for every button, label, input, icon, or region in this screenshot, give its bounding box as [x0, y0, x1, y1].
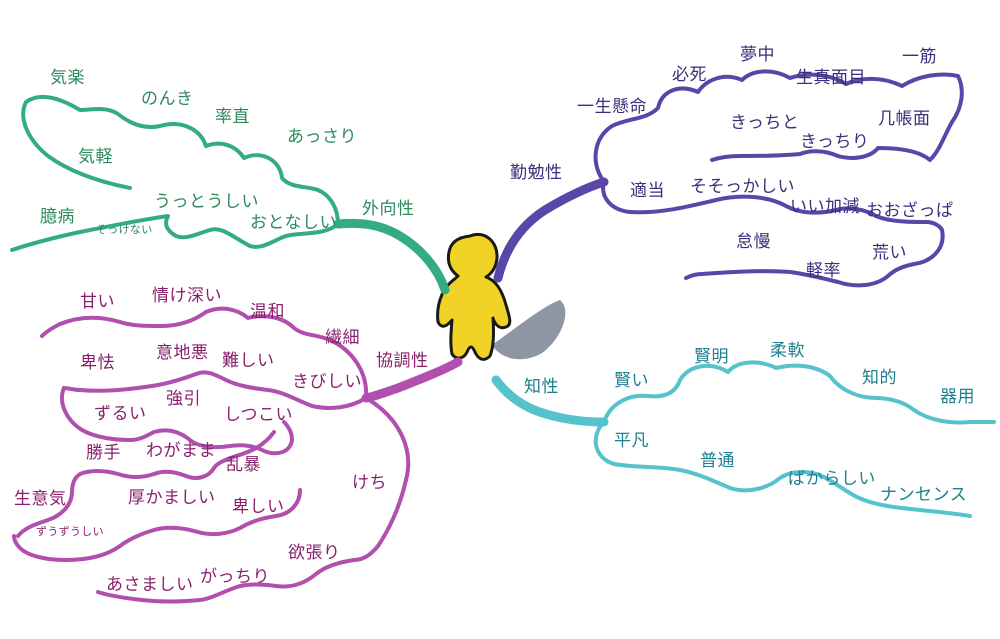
word-bakarashii: ばからしい — [788, 469, 876, 489]
word-wagamama: わがまま — [146, 441, 216, 461]
word-onwa: 温和 — [250, 302, 285, 322]
word-kicchiri: きっちり — [800, 132, 869, 152]
word-goin: 強引 — [166, 389, 201, 409]
word-ijiwaru: 意地悪 — [156, 343, 209, 363]
word-uttoshii: うっとうしい — [154, 192, 259, 212]
line-ext-lower — [10, 214, 340, 252]
labels-intellect: 知性 賢い 賢明 柔軟 知的 器用 平凡 普通 ばからしい ナンセンス — [524, 341, 975, 505]
branch-label-intellect: 知性 — [524, 377, 559, 397]
branch-intellect — [491, 360, 996, 518]
word-hitosuji: 一筋 — [902, 47, 937, 67]
word-kiyo: 器用 — [940, 387, 975, 407]
word-sokkenai: そっけない — [96, 223, 153, 236]
word-taiman: 怠慢 — [736, 231, 771, 252]
word-tekito: 適当 — [630, 181, 665, 201]
word-kenmei: 賢明 — [694, 347, 729, 367]
word-kicchito: きっちと — [730, 113, 799, 133]
word-nasakebukai: 情け深い — [152, 286, 222, 306]
line-agr-row6 — [12, 488, 302, 562]
word-keisotsu: 軽率 — [806, 261, 841, 281]
line-dil-lower — [684, 228, 945, 288]
branch-label-diligence: 勤勉性 — [510, 163, 563, 183]
word-kimajime: 生真面目 — [796, 68, 866, 88]
branch-extraversion — [10, 94, 450, 295]
word-ozappa: おおざっぱ — [866, 200, 954, 221]
branch-label-extraversion: 外向性 — [362, 199, 415, 219]
word-kechi: けち — [352, 473, 387, 493]
line-dil-mid — [601, 180, 944, 232]
word-ranbo: 乱暴 — [226, 455, 261, 475]
labels-diligence: 夢中 一筋 必死 生真面目 一生懸命 几帳面 きっちと きっちり 勤勉性 適当 … — [510, 45, 954, 281]
word-asamashii: あさましい — [106, 575, 194, 595]
line-int-upper — [602, 360, 996, 425]
word-zurui: ずるい — [94, 404, 147, 424]
word-yokubari: 欲張り — [288, 543, 341, 563]
labels-extraversion: 気楽 のんき 率直 気軽 あっさり 外向性 臆病 そっけない うっとうしい おと… — [40, 68, 415, 236]
word-atsukamashii: 厚かましい — [128, 488, 216, 508]
word-kichomen: 几帳面 — [878, 109, 931, 129]
word-chiteki: 知的 — [862, 368, 897, 388]
word-muzukashii: 難しい — [222, 351, 275, 371]
word-kibishii: きびしい — [292, 372, 362, 392]
word-heibon: 平凡 — [614, 431, 649, 451]
word-hikyo: 卑怯 — [80, 353, 115, 373]
word-zuzushii: ずうずうしい — [36, 525, 104, 538]
line-agr-top — [40, 306, 369, 400]
word-otonashii: おとなしい — [250, 213, 337, 233]
branch-label-agreeableness: 協調性 — [376, 351, 429, 371]
word-kashikoi: 賢い — [614, 371, 649, 391]
word-shitsukoi: しつこい — [224, 405, 293, 425]
word-iikagen: いい加減 — [790, 197, 860, 217]
word-sosokkashii: そそっかしい — [690, 177, 795, 197]
word-assari: あっさり — [287, 127, 357, 147]
figure-shadow — [492, 300, 566, 360]
word-nonki: のんき — [141, 89, 194, 109]
word-amai: 甘い — [80, 292, 115, 312]
word-arai: 荒い — [872, 243, 907, 263]
central-figure — [436, 233, 566, 361]
word-namaiki: 生意気 — [14, 489, 67, 509]
word-muchu: 夢中 — [740, 45, 775, 65]
word-okubyo: 臆病 — [40, 207, 75, 227]
word-hisshi: 必死 — [672, 65, 707, 85]
line-agr-row5 — [16, 430, 276, 538]
connector-agreeableness — [361, 357, 463, 403]
word-socchoku: 率直 — [215, 107, 250, 127]
word-isshokenmei: 一生懸命 — [577, 97, 647, 117]
line-agr-row4 — [96, 396, 411, 604]
connector-intellect — [491, 375, 609, 427]
connector-extraversion — [333, 218, 450, 295]
line-int-lower — [593, 420, 972, 518]
figure-body — [436, 233, 512, 361]
word-gacchiri: がっちり — [200, 567, 270, 587]
word-katte: 勝手 — [86, 443, 121, 463]
word-futsu: 普通 — [700, 451, 735, 471]
word-iyashii: 卑しい — [232, 497, 285, 517]
labels-agreeableness: 甘い 情け深い 温和 繊細 協調性 卑怯 意地悪 難しい きびしい ずるい 強引… — [14, 286, 429, 595]
connector-diligence — [493, 177, 609, 283]
branch-diligence — [493, 69, 964, 288]
word-kiraku: 気楽 — [50, 68, 85, 88]
word-kigaru: 気軽 — [78, 147, 113, 167]
line-agr-row2 — [62, 370, 368, 410]
word-junan: 柔軟 — [770, 341, 805, 361]
line-dil-upper — [593, 69, 964, 184]
word-nansensu: ナンセンス — [880, 485, 967, 505]
branch-agreeableness — [12, 306, 463, 604]
line-agr-row3 — [60, 386, 294, 456]
word-sensai: 繊細 — [325, 328, 360, 348]
line-ext-upper — [21, 94, 340, 226]
